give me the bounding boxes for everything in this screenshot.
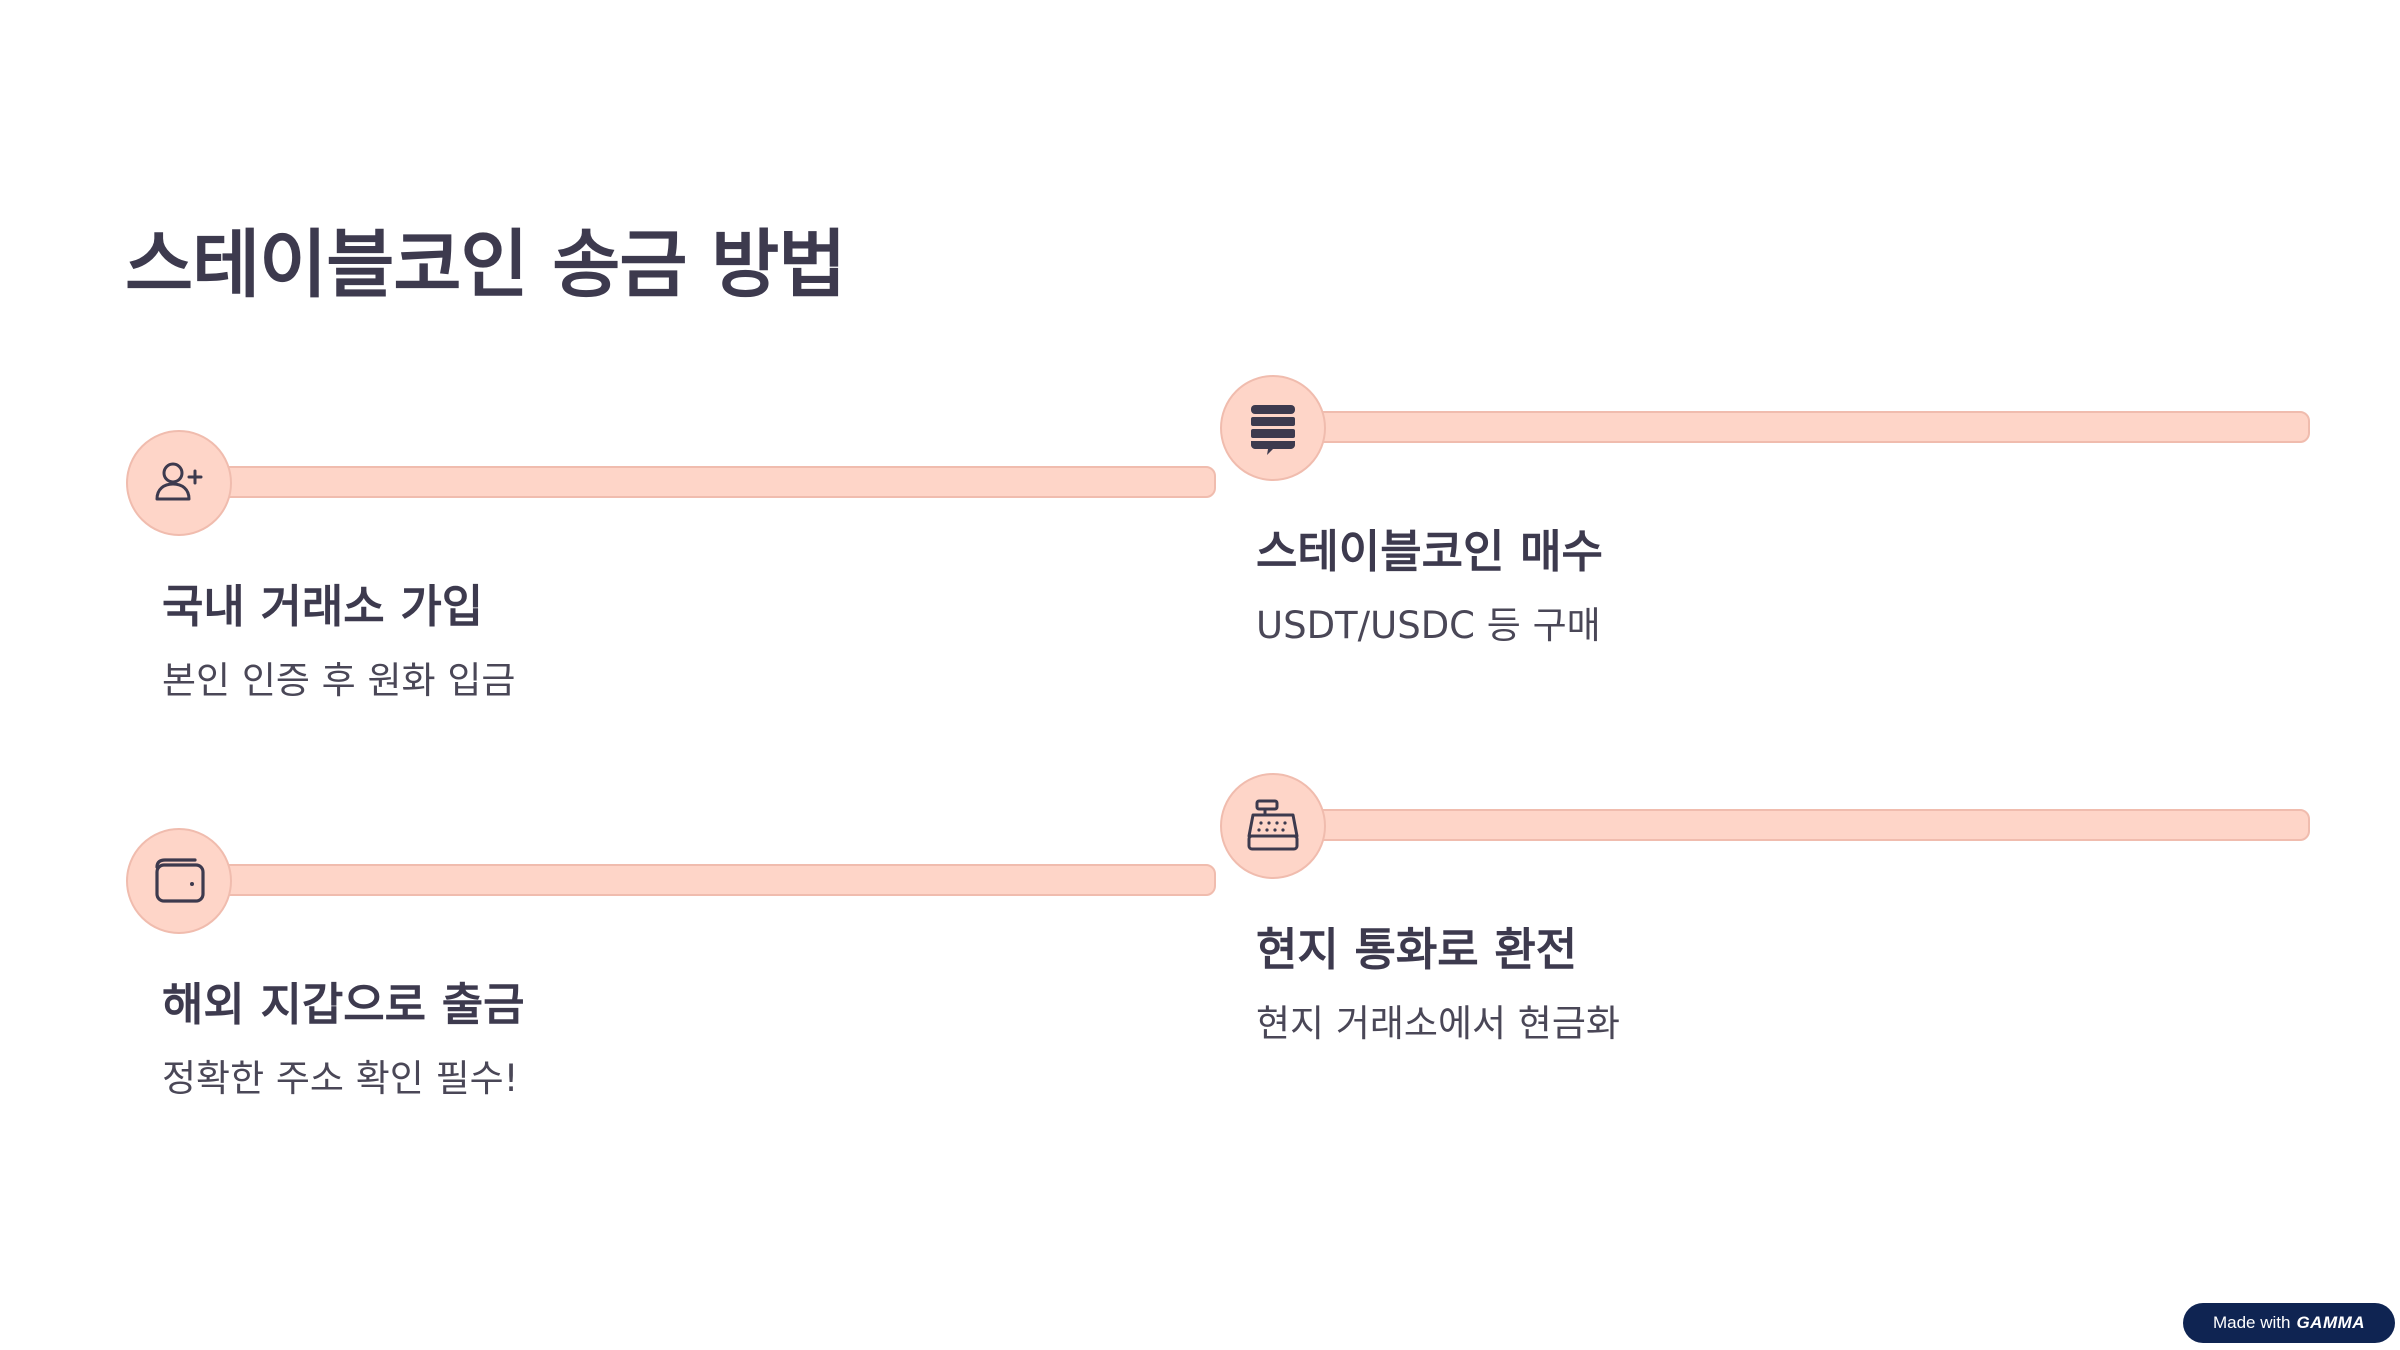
page-title: 스테이블코인 송금 방법 xyxy=(125,222,846,308)
step-bar xyxy=(1310,411,2310,443)
step-icon-circle xyxy=(126,828,232,934)
step-exchange: 현지 통화로 환전 현지 거래소에서 현금화 xyxy=(1220,773,2320,1073)
step-description: 정확한 주소 확인 필수! xyxy=(162,1057,519,1100)
step-title: 국내 거래소 가입 xyxy=(162,580,484,633)
step-description: USDT/USDC 등 구매 xyxy=(1256,604,1601,647)
badge-prefix: Made with xyxy=(2212,1313,2291,1332)
step-icon-circle xyxy=(126,430,232,536)
user-plus-icon xyxy=(149,453,209,513)
step-bar xyxy=(216,466,1216,498)
step-buy-stablecoin: 스테이블코인 매수 USDT/USDC 등 구매 xyxy=(1220,375,2320,675)
made-with-gamma-badge[interactable]: Made with GAMMA xyxy=(2183,1303,2395,1343)
cash-register-icon xyxy=(1243,796,1303,856)
gamma-logo: GAMMA xyxy=(2296,1313,2366,1332)
wallet-icon xyxy=(149,851,209,911)
step-title: 현지 통화로 환전 xyxy=(1256,923,1578,976)
step-sign-up: 국내 거래소 가입 본인 인증 후 원화 입금 xyxy=(126,430,1226,730)
chat-list-icon xyxy=(1243,398,1303,458)
step-bar xyxy=(1310,809,2310,841)
step-title: 해외 지갑으로 출금 xyxy=(162,978,525,1031)
step-title: 스테이블코인 매수 xyxy=(1256,525,1603,578)
step-description: 현지 거래소에서 현금화 xyxy=(1256,1002,1620,1045)
step-bar xyxy=(216,864,1216,896)
step-icon-circle xyxy=(1220,773,1326,879)
step-withdraw: 해외 지갑으로 출금 정확한 주소 확인 필수! xyxy=(126,828,1226,1128)
step-icon-circle xyxy=(1220,375,1326,481)
step-description: 본인 인증 후 원화 입금 xyxy=(162,659,516,702)
